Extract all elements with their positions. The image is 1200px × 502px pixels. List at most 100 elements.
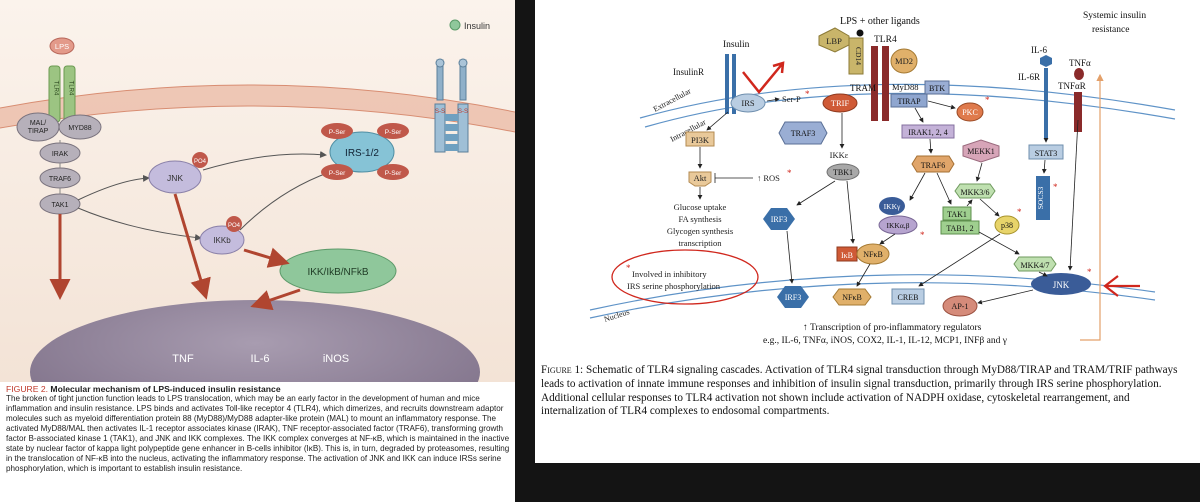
irak-label: IRAK	[52, 151, 69, 158]
right-caption-line2: leads to activation of innate immune res…	[541, 377, 1162, 390]
il6r-bar	[1044, 68, 1048, 138]
transcription-line1: ↑ Transcription of pro-inflammatory regu…	[803, 322, 982, 333]
systemic-label: Systemic insulin	[1083, 11, 1146, 21]
nfkb-lower-node	[832, 288, 872, 306]
inhibitory-line1: Involved in inhibitory	[632, 269, 707, 279]
traf6-label: TRAF6	[49, 176, 71, 183]
btk-label: BTK	[929, 84, 945, 93]
left-caption-title: Molecular mechanism of LPS-induced insul…	[50, 384, 281, 394]
tab12-label: TAB1, 2	[946, 224, 973, 233]
right-caption-figure-label: Figure 1:	[541, 364, 584, 376]
po4-jnk-badge	[192, 152, 208, 168]
arrow-tak1-jnk	[77, 174, 150, 201]
tbk1-node	[826, 163, 860, 181]
tnfar-bar	[1074, 92, 1082, 132]
arrow-tak1-ikkb	[77, 207, 202, 241]
il6-label: IL-6	[1031, 45, 1047, 55]
transcription-line2: e.g., IL-6, TNFα, iNOS, COX2, IL-1, IL-1…	[763, 336, 1007, 346]
tlr4-label-a: TLR4	[53, 81, 59, 96]
stat3-label: STAT3	[1035, 149, 1057, 158]
socs3-node	[1036, 176, 1050, 220]
mkk36-label: MKK3/6	[961, 188, 990, 197]
feedback-line	[1080, 73, 1104, 341]
mkk47-node	[1013, 256, 1057, 272]
ikk-complex-node	[279, 248, 397, 294]
ap1-label: AP-1	[952, 302, 969, 311]
arrow-ikkb-complex	[243, 247, 290, 268]
right-figure-caption: Figure 1: Schematic of TLR4 signaling ca…	[541, 364, 1200, 419]
pser-badge-br: P-Ser	[385, 170, 402, 177]
arrow-tnfr-jnk	[1067, 119, 1079, 271]
arrow-complex-nucleus	[250, 288, 301, 311]
mal-tirap-label: MAL/TIRAP	[28, 120, 49, 135]
il6r-label: IL-6R	[1018, 72, 1040, 82]
jnk-node	[1031, 273, 1091, 295]
akt-node	[688, 171, 712, 187]
ros-asterisk: *	[787, 168, 792, 178]
right-caption-line4: internalization of TLR4 complexes to end…	[541, 405, 830, 418]
red-check-annotation	[742, 61, 785, 94]
jnk-label: JNK	[1053, 280, 1070, 290]
mekk1-label: MEKK1	[967, 147, 995, 156]
jnk-asterisk: *	[1087, 267, 1092, 277]
nfkb-upper-node	[856, 243, 890, 265]
tak1-node	[942, 206, 972, 221]
mkk36-node	[954, 183, 996, 199]
trif-label: TRIF	[831, 98, 850, 108]
left-figure-caption: FIGURE 2. Molecular mechanism of LPS-ind…	[6, 384, 511, 474]
right-figure-panel: LPS + other ligands Systemic insulin res…	[535, 0, 1200, 463]
left-figure-diagram: Insulin LPS TLR4 TLR4 MAL/TIRAP MYD88 IR…	[0, 0, 516, 444]
traf3-node	[778, 121, 828, 145]
irak124-node	[901, 124, 955, 139]
insulin-legend-icon	[449, 19, 461, 31]
tlr4-bar-a	[871, 46, 878, 121]
trif-node	[822, 93, 858, 113]
ikky-label: IKKγ	[884, 202, 901, 211]
arrow-jnk-irs	[202, 151, 327, 171]
red-arrow-annotation	[1103, 275, 1140, 297]
nucleus	[30, 300, 480, 444]
nucleus-label: Nucleus	[603, 307, 631, 324]
tbk1-label: TBK1	[833, 168, 853, 177]
pser-badge-bl: P-Ser	[329, 170, 346, 177]
jnk-node	[148, 160, 202, 194]
lps-node	[49, 37, 75, 55]
tnfa-label: TNFα	[1069, 58, 1091, 68]
ikky-node	[879, 197, 905, 215]
tirap-node	[890, 93, 928, 108]
ikkb-label: IKKb	[213, 236, 231, 245]
irs12-label: IRS-1/2	[345, 148, 379, 159]
irf3-lower-node	[777, 286, 809, 308]
pser-badges: P-Ser P-Ser P-Ser P-Ser	[321, 123, 409, 180]
btk-node	[924, 80, 950, 95]
resistance-label: resistance	[1092, 25, 1129, 35]
traf6-node	[911, 155, 955, 173]
ss-label-a: S-S	[435, 109, 445, 115]
irs-label: IRS	[741, 98, 755, 108]
ikkab-label: IKKα,β	[887, 221, 910, 230]
p38-asterisk: *	[1017, 207, 1022, 217]
po4-ikkb-badge	[226, 216, 242, 232]
irf3-upper-node	[763, 208, 795, 230]
tram-label: TRAM	[850, 83, 876, 93]
po4-ikkb-label: PO4	[228, 223, 241, 229]
tnfar-label: TNFαR	[1058, 81, 1086, 91]
myd88-label: MyD88	[892, 82, 918, 92]
nucleus-tnf: TNF	[172, 353, 194, 365]
nucleus-il6: IL-6	[251, 353, 270, 365]
ss-label-b: S-S	[458, 109, 468, 115]
pser-badge-tr: P-Ser	[385, 129, 402, 136]
inhibitory-asterisk: *	[626, 263, 631, 273]
ap1-node	[942, 295, 978, 317]
right-caption-line3: Additional cellular responses to TLR4 ac…	[541, 391, 1130, 404]
il6-node	[1040, 55, 1052, 67]
tirap-label: TIRAP	[897, 97, 921, 106]
pi3k-label: PI3K	[691, 135, 710, 145]
pkc-asterisk: *	[985, 95, 990, 105]
nfkb-lower-label: NFκB	[842, 293, 862, 302]
mkk47-label: MKK4/7	[1021, 261, 1050, 270]
pi3k-node	[685, 131, 715, 147]
socs3-asterisk: *	[1053, 182, 1058, 192]
insulin-legend-label: Insulin	[464, 21, 490, 31]
insulinr-label: InsulinR	[673, 67, 704, 77]
